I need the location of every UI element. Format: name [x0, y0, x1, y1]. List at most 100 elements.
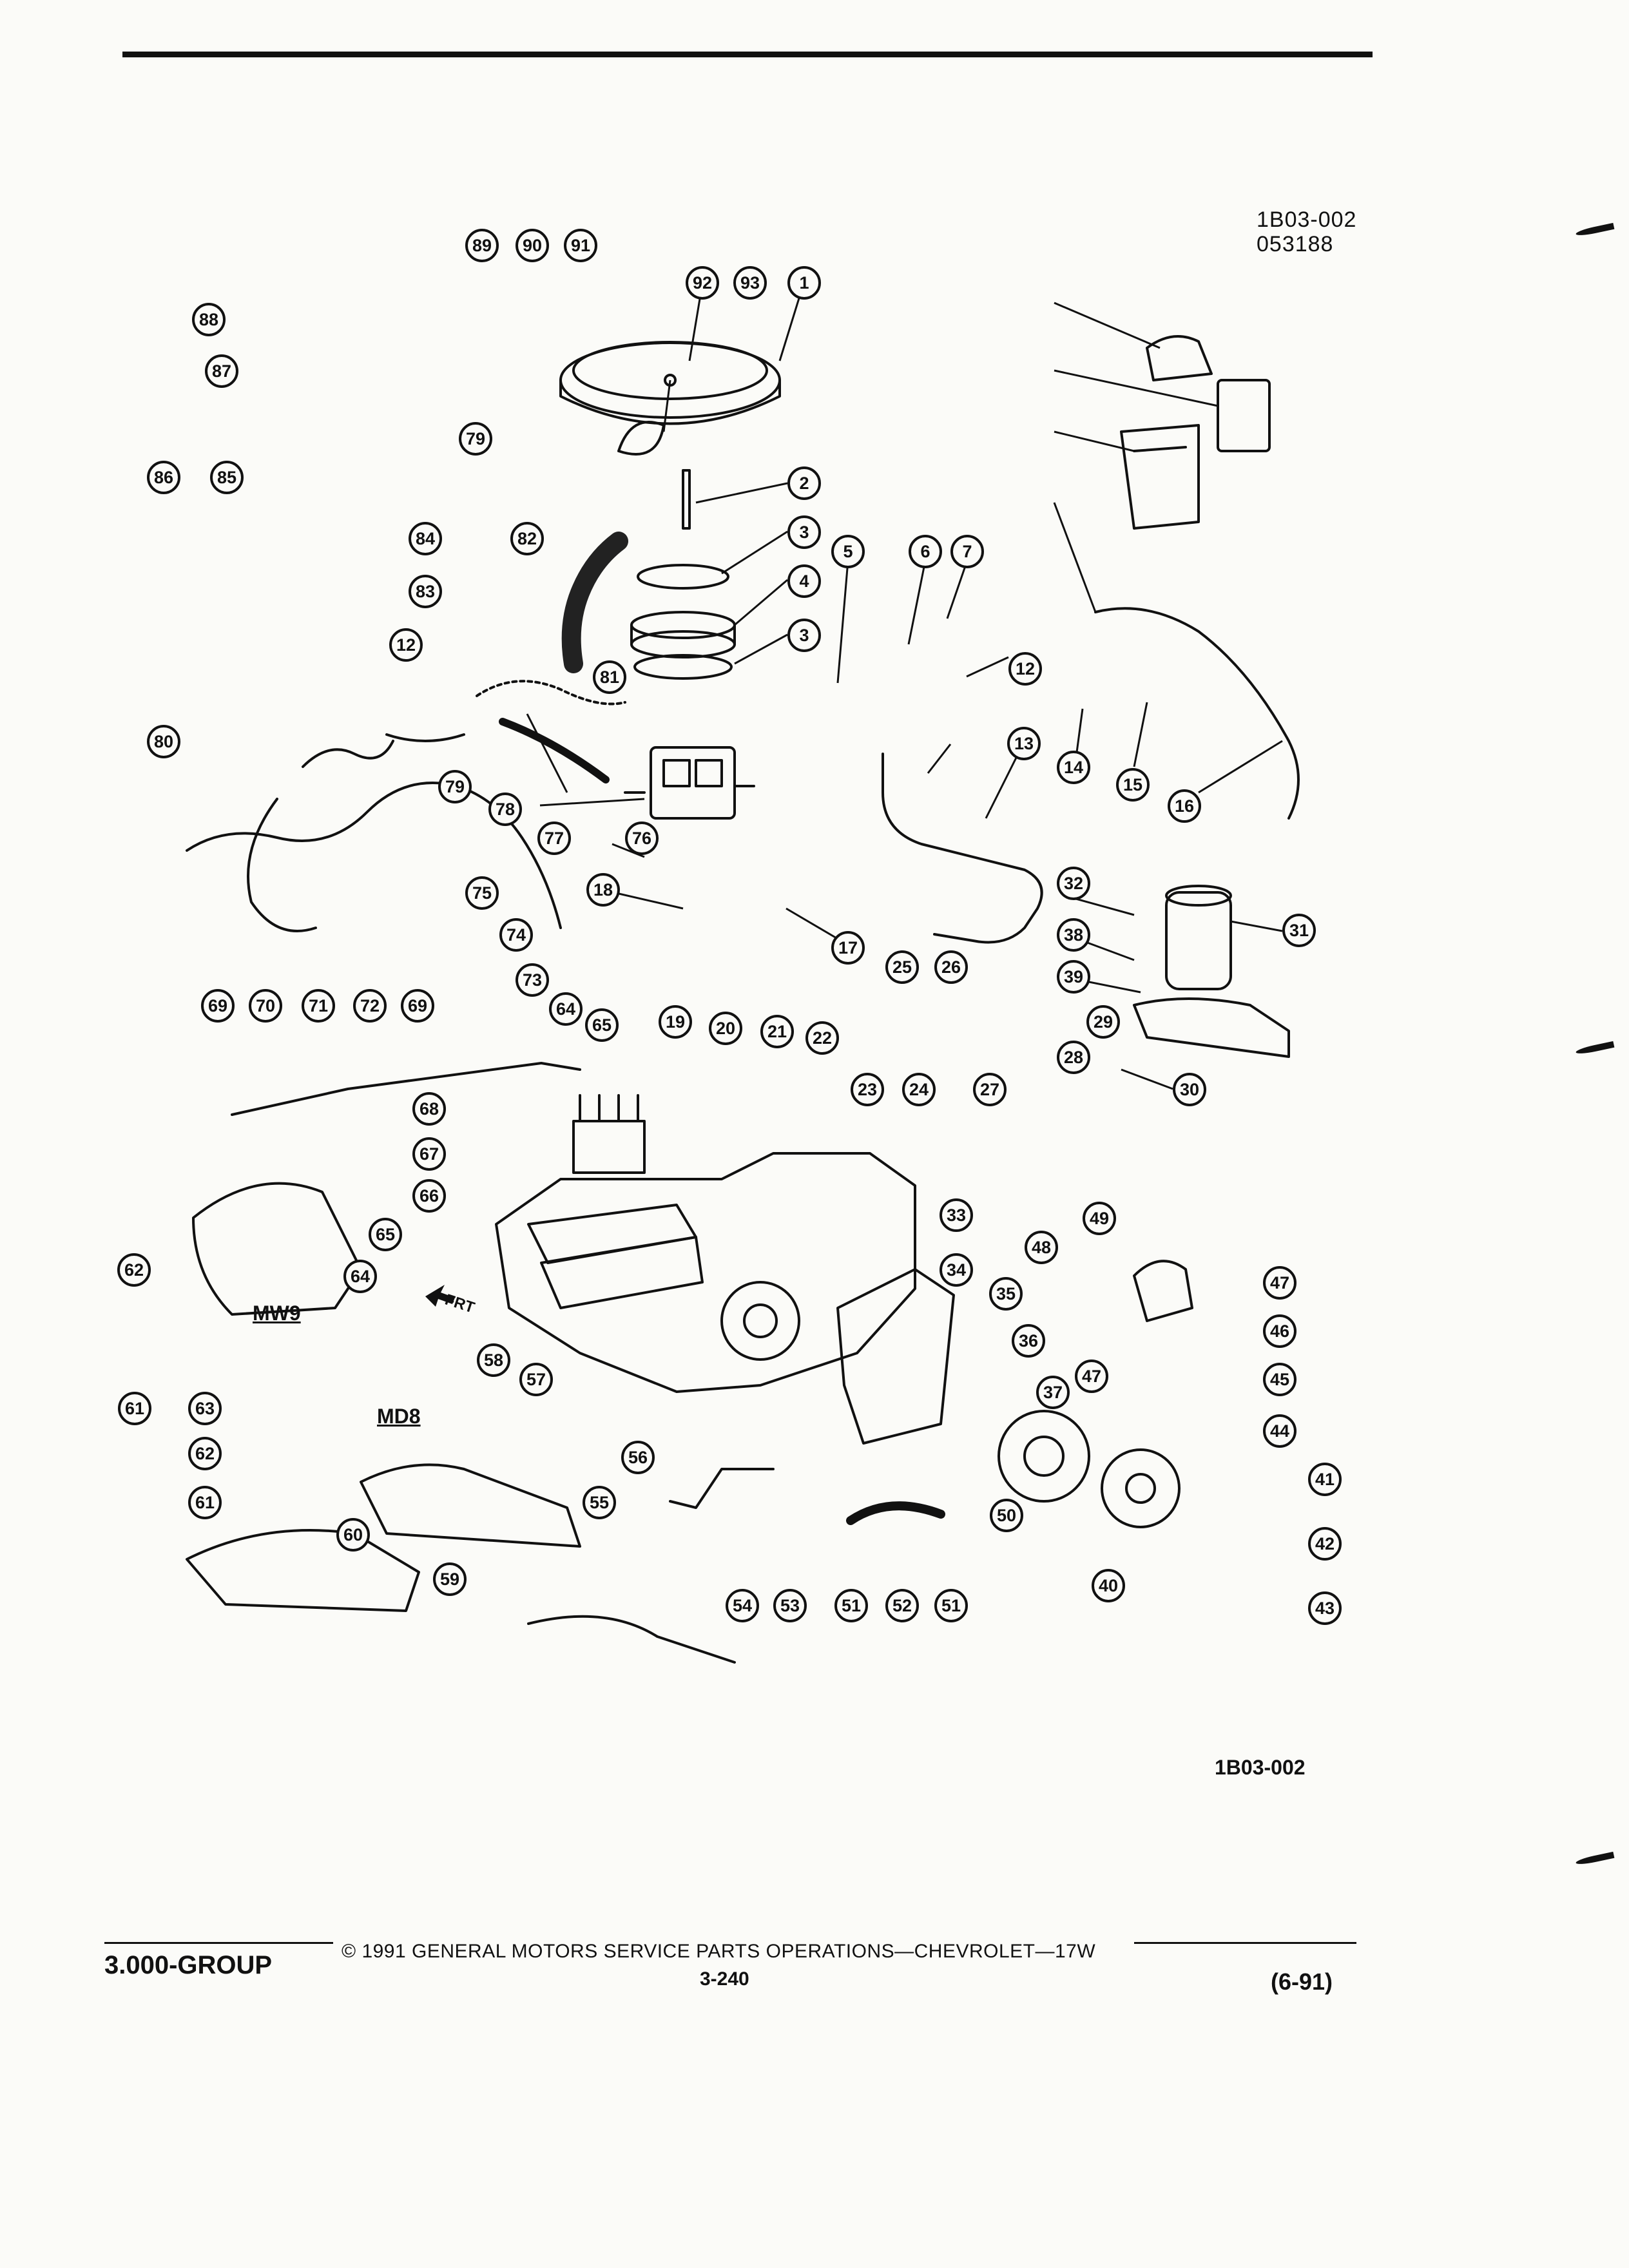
callout-45: 45: [1263, 1363, 1296, 1396]
callout-51-left: 51: [834, 1589, 868, 1622]
transmission-part: [192, 1182, 362, 1316]
callout-15: 15: [1116, 768, 1150, 802]
callout-53: 53: [773, 1589, 807, 1622]
callout-65-top: 65: [585, 1008, 619, 1042]
callout-23: 23: [851, 1073, 884, 1106]
callout-81: 81: [593, 660, 626, 694]
callout-17: 17: [831, 931, 865, 965]
callout-19: 19: [659, 1005, 692, 1039]
ecm-bracket-part: [1120, 424, 1200, 530]
callout-79-top: 79: [459, 422, 492, 456]
alternator-part: [998, 1410, 1181, 1528]
callout-73: 73: [516, 963, 549, 997]
fuel-rail-70-part: [231, 1062, 581, 1116]
callout-34: 34: [940, 1253, 973, 1287]
callout-29: 29: [1086, 1005, 1120, 1039]
callout-64-top: 64: [549, 992, 583, 1026]
callout-80: 80: [147, 725, 180, 758]
duct-hose-part: [561, 532, 628, 673]
callout-89: 89: [465, 229, 499, 262]
callout-66: 66: [412, 1179, 446, 1213]
callout-47-right: 47: [1263, 1266, 1296, 1300]
callout-28: 28: [1057, 1041, 1090, 1074]
callout-62-bottom: 62: [188, 1437, 222, 1470]
engine-block-part: [495, 1094, 916, 1393]
air-cleaner-part: [559, 341, 781, 530]
callout-46: 46: [1263, 1314, 1296, 1348]
callout-55: 55: [583, 1486, 616, 1519]
callout-75: 75: [465, 876, 499, 910]
md8-label: MD8: [377, 1405, 421, 1428]
callout-44: 44: [1263, 1414, 1296, 1448]
callout-41: 41: [1308, 1463, 1342, 1496]
callout-27: 27: [973, 1073, 1007, 1106]
callout-52: 52: [885, 1589, 919, 1622]
callout-58: 58: [477, 1343, 510, 1377]
callout-35: 35: [989, 1277, 1023, 1311]
hose-79-part: [499, 718, 610, 783]
callout-31: 31: [1282, 914, 1316, 947]
canister-part: [1133, 885, 1290, 1058]
callout-30: 30: [1173, 1073, 1206, 1106]
callout-87: 87: [205, 354, 238, 388]
callout-14: 14: [1057, 751, 1090, 784]
footer-page-number: 3-240: [700, 1968, 749, 1990]
figure-code: 053188: [1257, 232, 1334, 256]
footer-copyright: © 1991 GENERAL MOTORS SERVICE PARTS OPER…: [342, 1941, 1096, 1962]
callout-69-right: 69: [401, 989, 434, 1023]
callout-56: 56: [621, 1441, 655, 1474]
callout-36: 36: [1012, 1324, 1045, 1358]
pipe-54-part: [669, 1468, 775, 1509]
callout-12-left: 12: [389, 628, 423, 662]
callout-92: 92: [686, 266, 719, 300]
callout-67: 67: [412, 1137, 446, 1171]
callout-86: 86: [147, 461, 180, 494]
callout-64-bottom: 64: [343, 1260, 377, 1293]
callout-70: 70: [249, 989, 282, 1023]
figure-id: 1B03-002: [1257, 207, 1357, 232]
callout-6: 6: [909, 535, 942, 568]
callout-32: 32: [1057, 867, 1090, 900]
callout-83: 83: [409, 575, 442, 608]
callout-61-bottom: 61: [188, 1486, 222, 1519]
callout-3-top: 3: [787, 515, 821, 549]
footer-revision-date: (6-91): [1271, 1968, 1333, 1995]
callout-90: 90: [516, 229, 549, 262]
callout-7: 7: [950, 535, 984, 568]
callout-65-bottom: 65: [369, 1218, 402, 1251]
top-rule: [122, 52, 1373, 57]
callout-42: 42: [1308, 1527, 1342, 1561]
callout-71: 71: [302, 989, 335, 1023]
footer-rule-left: [104, 1942, 333, 1944]
callout-76: 76: [625, 822, 659, 855]
gasket-stack-part: [630, 564, 736, 680]
hose-52-part: [846, 1501, 945, 1525]
footer-group: 3.000-GROUP: [104, 1951, 273, 1979]
callout-72: 72: [353, 989, 387, 1023]
callout-50: 50: [990, 1499, 1023, 1532]
cable-11-part: [1094, 607, 1300, 820]
figure-bottom-id: 1B03-002: [1215, 1756, 1306, 1779]
callout-26: 26: [934, 950, 968, 984]
callout-51-right: 51: [934, 1589, 968, 1622]
callout-40: 40: [1092, 1569, 1125, 1602]
callout-48: 48: [1025, 1231, 1058, 1264]
callout-33: 33: [940, 1198, 973, 1232]
exhaust-pipe-part: [527, 1615, 736, 1664]
callout-78: 78: [488, 793, 522, 826]
callout-13: 13: [1007, 727, 1041, 760]
callout-37: 37: [1036, 1376, 1070, 1409]
callout-62-top: 62: [117, 1253, 151, 1287]
callout-16: 16: [1168, 789, 1201, 823]
pipe-13-part: [882, 753, 1043, 944]
callout-1: 1: [787, 266, 821, 300]
callout-21: 21: [760, 1015, 794, 1048]
callout-61-top: 61: [118, 1392, 151, 1425]
throttle-body-part: [624, 746, 755, 820]
relay-8-part: [1146, 335, 1213, 381]
callout-43: 43: [1308, 1591, 1342, 1625]
callout-5: 5: [831, 535, 865, 568]
callout-91: 91: [564, 229, 597, 262]
callout-49: 49: [1083, 1202, 1116, 1235]
